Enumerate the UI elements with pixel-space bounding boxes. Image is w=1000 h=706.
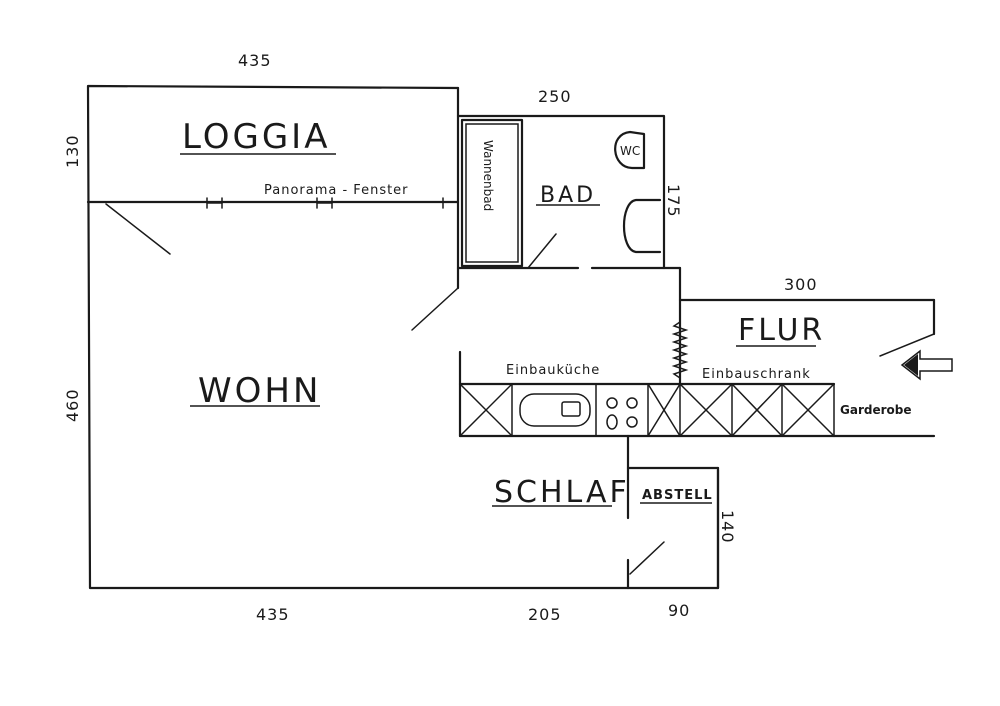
dim-bottom-mid: 205 (528, 605, 562, 624)
dim-abstell-right: 140 (718, 510, 737, 544)
dim-bottom-left: 435 (256, 605, 290, 624)
entrance-arrow-icon (900, 349, 953, 381)
bathtub-icon (460, 118, 524, 268)
panorama-window-marks (206, 197, 444, 209)
door-wohn (411, 287, 459, 331)
label-wannenbad: Wannenbad (481, 140, 495, 211)
room-label-schlaf: SCHLAF (494, 475, 630, 510)
label-panorama-fenster: Panorama - Fenster (264, 183, 409, 198)
stove-icon (606, 397, 638, 430)
dim-flur-top: 300 (784, 275, 818, 294)
dim-top-bad: 250 (538, 87, 572, 106)
dim-top-left: 435 (238, 51, 272, 70)
sink-icon (519, 393, 591, 427)
dim-left-lower: 460 (63, 388, 82, 422)
wall-outer-left (86, 84, 720, 590)
toilet-icon (614, 130, 646, 170)
label-einbaukueche: Einbauküche (506, 363, 600, 378)
wall-bad (456, 114, 666, 270)
room-label-wohn: WOHN (198, 371, 321, 411)
door-loggia (105, 203, 171, 255)
radiator-zigzag (671, 321, 689, 379)
dim-bottom-right: 90 (668, 601, 690, 620)
label-einbauschrank: Einbauschrank (702, 367, 811, 382)
room-label-loggia: LOGGIA (182, 117, 330, 157)
kitchen-units (458, 382, 836, 437)
room-label-abstell: ABSTELL (642, 488, 713, 503)
walls (86, 84, 936, 590)
room-label-flur: FLUR (738, 313, 825, 348)
dim-left-upper: 130 (63, 134, 82, 168)
washbasin-icon (623, 198, 662, 254)
door-abstell (629, 541, 665, 575)
doors (105, 203, 935, 575)
label-garderobe: Garderobe (840, 403, 911, 417)
dim-bad-right: 175 (664, 184, 683, 218)
room-label-bad: BAD (540, 183, 596, 208)
label-wc: WC (620, 144, 640, 158)
door-bad (527, 233, 557, 269)
door-entrance (879, 333, 935, 357)
